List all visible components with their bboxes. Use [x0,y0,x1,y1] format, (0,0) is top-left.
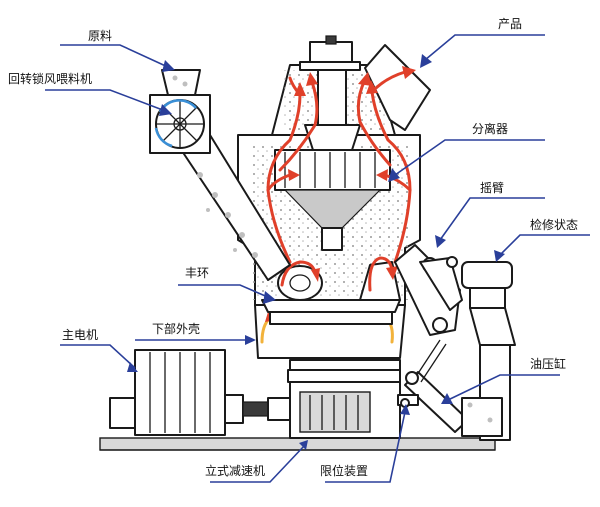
label-vertical-reducer: 立式减速机 [205,463,265,478]
rotary-lock-feeder-body [149,69,211,154]
pointer-lines [45,34,590,483]
gas-flow-arrows [266,66,416,264]
grinding-table [261,299,401,325]
grinding-roller-left [277,260,323,301]
label-main-motor: 主电机 [62,328,98,342]
main-motor-body [109,349,299,436]
label-lower-housing: 下部外壳 [152,321,200,336]
product-outlet-duct [364,44,431,131]
label-product: 产品 [498,17,522,31]
hydraulic-cylinder-body [404,339,511,441]
label-maintenance-state: 检修状态 [530,217,578,232]
label-dam-ring: 丰环 [185,266,209,280]
foundation [99,437,496,451]
label-separator: 分离器 [472,121,508,136]
separator-rotor [274,69,391,251]
grinding-roller-right [359,256,401,301]
label-raw-material: 原料 [88,29,112,43]
vertical-reducer-body [287,359,401,439]
label-rotary-lock-feeder: 回转锁风喂料机 [8,71,92,86]
label-hydraulic-cylinder: 油压缸 [530,356,566,371]
rocker-arm-assembly [394,244,463,336]
label-limit-device: 限位装置 [320,463,368,478]
maintenance-state-roller [461,261,516,346]
limit-device-body [397,394,419,408]
label-rocker-arm: 摇臂 [480,181,504,195]
